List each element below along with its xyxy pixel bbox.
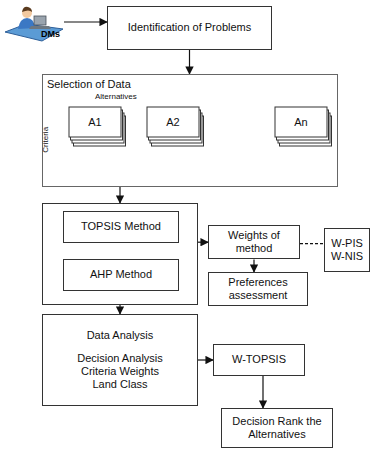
method-box: TOPSIS Method — [63, 211, 179, 243]
process-box: Preferences assessment — [208, 272, 308, 306]
result-box: Decision Rank the Alternatives — [221, 408, 333, 448]
flow-arrow — [64, 21, 107, 22]
alternative-stack: A2 — [145, 105, 207, 149]
box-heading: Data Analysis — [87, 329, 154, 342]
alternative-stack: A1 — [67, 105, 129, 149]
flow-arrow — [262, 376, 263, 408]
node-text: Criteria Weights — [81, 365, 159, 378]
node-text: Decision Analysis — [77, 352, 163, 365]
box-heading: Selection of Data — [47, 78, 131, 91]
process-box: W-TOPSIS — [213, 344, 305, 376]
method-group-box: TOPSIS MethodAHP Method — [42, 203, 198, 305]
axis-label: Alternatives — [95, 92, 137, 102]
node-text: A2 — [166, 116, 179, 129]
analysis-box: Data AnalysisDecision AnalysisCriteria W… — [42, 314, 198, 406]
node-text: W-TOPSIS — [232, 353, 286, 366]
node-text: A1 — [88, 116, 101, 129]
node-text: An — [294, 116, 307, 129]
method-box: AHP Method — [63, 259, 179, 291]
flow-arrow — [119, 305, 120, 314]
node-text: W-PIS W-NIS — [330, 237, 364, 263]
node-text: DMs — [41, 29, 60, 40]
node-text: Preferences assessment — [214, 276, 302, 302]
axis-label: Criteria — [41, 127, 51, 153]
flow-arrow — [300, 243, 324, 244]
decision-maker-icon: DMs — [4, 4, 64, 44]
flow-arrow — [119, 187, 120, 203]
ideal-solution-box: W-PIS W-NIS — [324, 228, 370, 272]
process-box: Identification of Problems — [107, 6, 272, 50]
node-text: TOPSIS Method — [81, 220, 161, 233]
data-selection-box: Selection of DataAlternativesCriteria A1 A… — [42, 74, 338, 187]
flow-arrow — [198, 359, 213, 360]
flow-arrow — [189, 50, 190, 74]
node-text: Land Class — [92, 378, 147, 391]
flow-arrow — [198, 242, 208, 243]
node-text: AHP Method — [90, 268, 152, 281]
process-box: Weights of method — [208, 225, 300, 259]
node-text: Weights of method — [214, 229, 294, 255]
node-text: Decision Rank the Alternatives — [227, 415, 327, 441]
node-text: Identification of Problems — [128, 21, 252, 34]
alternative-stack: An — [273, 105, 335, 149]
flow-arrow — [253, 259, 254, 272]
